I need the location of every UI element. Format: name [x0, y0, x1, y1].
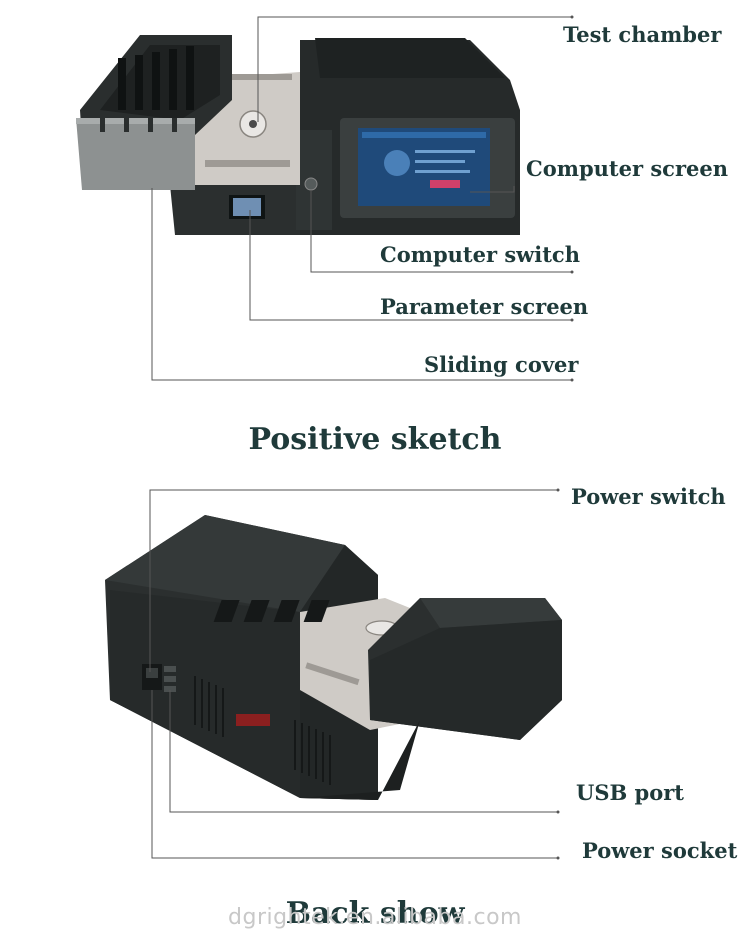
label-power-switch: Power switch — [571, 484, 726, 509]
leader-lines-back — [149, 489, 558, 859]
back-view-device — [105, 515, 562, 800]
parameter-screen-display — [233, 198, 261, 216]
label-computer-screen: Computer screen — [526, 156, 728, 181]
label-computer-switch: Computer switch — [380, 242, 580, 267]
label-test-chamber: Test chamber — [563, 22, 722, 47]
leader-lines-front — [151, 16, 572, 381]
heading-positive-sketch: Positive sketch — [248, 422, 502, 457]
watermark-text: dgrightek.en.alibaba.com — [228, 905, 522, 930]
front-view-device — [76, 35, 520, 235]
label-usb-port: USB port — [576, 780, 684, 805]
computer-screen-display — [358, 128, 490, 206]
label-power-socket: Power socket — [582, 838, 738, 863]
label-sliding-cover: Sliding cover — [424, 352, 579, 377]
heading-back-show: Back show — [285, 896, 465, 931]
label-parameter-screen: Parameter screen — [380, 294, 589, 319]
